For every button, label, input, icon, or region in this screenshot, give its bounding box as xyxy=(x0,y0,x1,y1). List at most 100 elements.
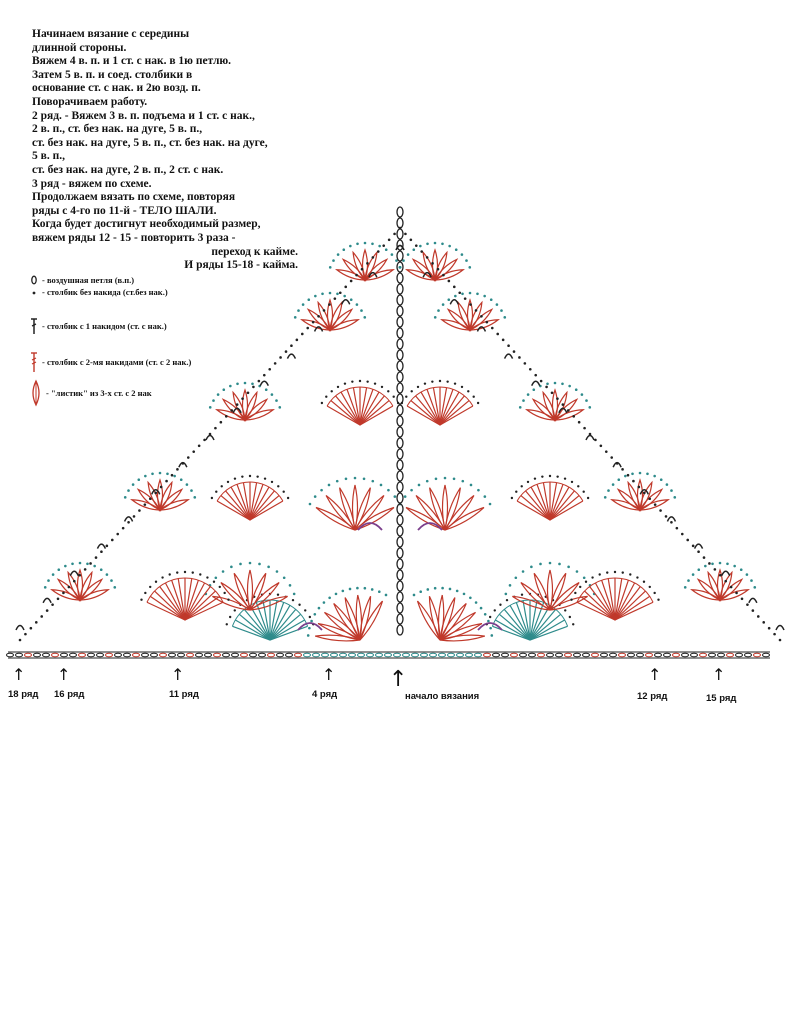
leaf-cluster-icon xyxy=(610,499,642,511)
chain-stitch-icon xyxy=(396,536,404,548)
edge-dot xyxy=(293,316,297,319)
edge-dot xyxy=(702,556,706,559)
edge-dot xyxy=(579,585,582,589)
row-label-16: 16 ряд xyxy=(54,689,85,700)
edge-dot xyxy=(306,634,310,637)
legend-item-leaf: - "листик" из 3-х ст. с 2 нак xyxy=(30,379,152,407)
stitch-line xyxy=(439,389,454,426)
edge-dot xyxy=(137,478,141,481)
picot xyxy=(422,271,432,278)
edge-dot xyxy=(452,477,456,481)
edge-dot xyxy=(321,292,324,296)
edge-dot xyxy=(297,309,300,312)
stitch-line xyxy=(607,578,616,621)
edge-dot xyxy=(426,242,429,246)
stitch-line xyxy=(406,405,441,426)
edge-dot xyxy=(328,291,332,295)
edge-dot xyxy=(462,592,466,596)
edge-dot xyxy=(598,573,601,576)
edge-dot xyxy=(483,612,487,616)
edge-dot xyxy=(336,253,340,256)
edge-dot xyxy=(510,496,514,500)
chain-stitch-icon xyxy=(396,349,404,361)
edge-dot xyxy=(358,379,362,383)
edge-dot xyxy=(526,480,530,484)
edge-dot xyxy=(40,615,44,618)
chain-stitch-icon xyxy=(159,652,167,658)
edge-dot xyxy=(433,316,437,319)
edge-dot xyxy=(57,568,61,571)
chain-stitch-icon xyxy=(396,360,404,372)
edge-dot xyxy=(268,367,272,371)
chain-stitch-icon xyxy=(627,652,635,658)
edge-dot xyxy=(617,478,621,481)
edge-dot xyxy=(546,382,549,386)
edge-dot xyxy=(387,238,391,242)
edge-dot xyxy=(447,298,451,301)
edge-dot xyxy=(243,381,247,385)
fan-arc xyxy=(516,481,584,502)
edge-dot xyxy=(434,477,438,481)
picot xyxy=(693,543,704,549)
foundation-row xyxy=(6,651,770,659)
stitch-line xyxy=(498,613,531,641)
edge-dot xyxy=(270,393,274,396)
chain-stitch-icon xyxy=(276,652,284,658)
edge-dot xyxy=(105,573,109,576)
edge-dot xyxy=(143,503,147,506)
stitch-line xyxy=(614,590,646,621)
fan-arc xyxy=(326,386,394,407)
leaf-cluster-icon xyxy=(359,600,384,641)
stitch-line xyxy=(238,613,271,641)
edge-dot xyxy=(348,587,352,591)
chain-stitch-icon xyxy=(222,652,230,658)
chain-stitch-icon xyxy=(396,206,404,218)
stitch-line xyxy=(184,582,206,621)
chain-stitch-icon xyxy=(366,652,374,658)
edge-dot xyxy=(577,420,581,424)
stitch-line xyxy=(614,582,636,621)
edge-dot xyxy=(363,241,367,245)
edge-dot xyxy=(203,438,206,442)
instruction-line: ст. без нак. на дуге, 5 в. п., ст. без н… xyxy=(32,136,268,149)
leaf-cluster-icon xyxy=(50,589,82,601)
edge-dot xyxy=(574,388,578,391)
chain-stitch-icon xyxy=(396,371,404,383)
stitch-line xyxy=(359,387,368,426)
edge-dot xyxy=(360,309,363,312)
edge-dot xyxy=(419,244,422,248)
stitch-line xyxy=(146,601,186,621)
border-leaf-motif xyxy=(293,291,367,332)
chain-stitch-icon xyxy=(411,652,419,658)
edge-dot xyxy=(606,571,609,574)
stitch-line xyxy=(420,391,441,426)
edge-dot xyxy=(648,497,652,501)
row-label-15: 15 ряд xyxy=(706,693,737,704)
edge-dot xyxy=(159,485,163,489)
row-label-12: 12 ряд xyxy=(637,691,668,702)
edge-dot xyxy=(483,294,486,298)
chain-stitch-icon xyxy=(753,652,761,658)
stitch-line xyxy=(249,482,258,521)
edge-dot xyxy=(349,279,353,283)
shawl-chart xyxy=(6,206,785,659)
edge-dot xyxy=(603,496,607,499)
stitch-line xyxy=(549,484,564,521)
edge-dot xyxy=(212,580,216,583)
chain-stitch-icon xyxy=(123,652,131,658)
edge-dot xyxy=(489,626,492,630)
stitch-line xyxy=(601,579,616,621)
stitch-line xyxy=(184,586,211,621)
stitch-line xyxy=(269,619,305,641)
edge-dot xyxy=(317,606,321,610)
chain-stitch-icon xyxy=(681,652,689,658)
chain-stitch-icon xyxy=(420,652,428,658)
chain-stitch-icon xyxy=(330,652,338,658)
instruction-line: ст. без нак. на дуге, 2 в. п., 2 ст. с н… xyxy=(32,163,224,176)
stitch-line xyxy=(359,405,394,426)
edge-dot xyxy=(273,362,277,365)
edge-dot xyxy=(47,579,50,582)
edge-dot xyxy=(402,259,405,262)
edge-dot xyxy=(317,314,320,318)
edge-dot xyxy=(149,585,152,589)
